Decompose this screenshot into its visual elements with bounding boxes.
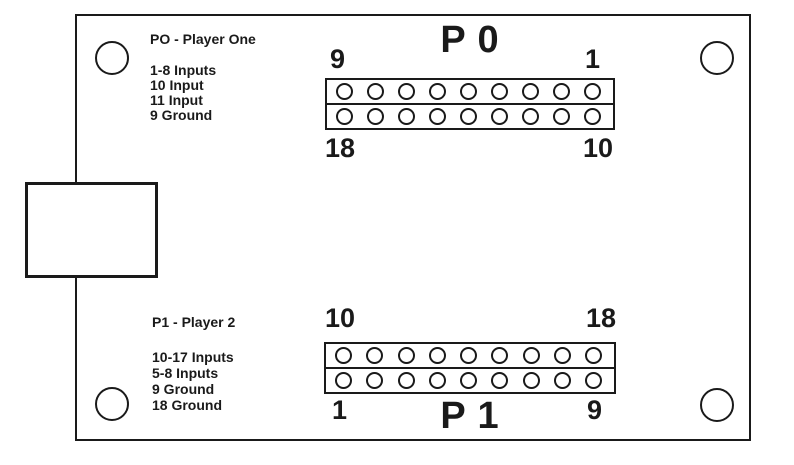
p1-legend-line: 5-8 Inputs — [152, 365, 219, 381]
pin-hole — [585, 372, 602, 389]
p0-pin10-label: 10 — [582, 133, 613, 163]
p0-pin1-label: 1 — [584, 44, 600, 74]
p0-legend-title: PO - Player One — [150, 31, 256, 47]
p0-legend-line: 1-8 Inputs — [150, 62, 217, 78]
p1-pin10-label: 10 — [325, 303, 356, 333]
pin-hole — [584, 83, 601, 100]
p0-legend-lines: 1-8 Inputs 10 Input 11 Input 9 Ground — [150, 63, 216, 123]
p0-pin9-label: 9 — [330, 44, 346, 74]
mounting-hole-top-right — [700, 41, 734, 75]
pin-hole — [429, 83, 446, 100]
p1-pin-row-bottom — [326, 369, 614, 392]
pin-hole — [367, 108, 384, 125]
pin-hole — [366, 347, 384, 364]
p0-legend-line: 11 Input — [150, 92, 203, 108]
p1-pin1-label: 1 — [332, 395, 348, 425]
pin-hole — [460, 347, 477, 364]
pin-hole — [491, 372, 509, 389]
p0-pin-row-top — [327, 80, 613, 105]
pin-hole — [367, 83, 384, 100]
pin-hole — [335, 372, 352, 389]
p1-legend-line: 9 Ground — [152, 381, 215, 397]
pin-hole — [397, 372, 415, 389]
pin-hole — [398, 83, 415, 100]
p0-legend-line: 9 Ground — [150, 107, 213, 123]
pin-hole — [553, 372, 571, 389]
pin-hole — [460, 372, 477, 389]
pin-hole — [398, 108, 415, 125]
p1-header-label: P 1 — [440, 395, 500, 437]
pin-hole — [335, 347, 352, 364]
p0-legend-line: 10 Input — [150, 77, 204, 93]
p0-pin18-label: 18 — [325, 133, 356, 163]
pin-hole — [397, 347, 415, 364]
p1-legend-line: 18 Ground — [152, 397, 223, 413]
pin-hole — [460, 108, 477, 125]
pin-hole — [553, 108, 570, 125]
p1-legend-line: 10-17 Inputs — [152, 349, 234, 365]
pin-hole — [429, 108, 446, 125]
pin-hole — [460, 83, 477, 100]
pin-hole — [585, 347, 602, 364]
pin-hole — [553, 83, 570, 100]
p0-connector — [325, 78, 615, 130]
p1-connector — [324, 342, 616, 394]
pin-hole — [428, 372, 446, 389]
p1-legend-lines: 10-17 Inputs 5-8 Inputs 9 Ground 18 Grou… — [152, 349, 234, 413]
mounting-hole-top-left — [95, 41, 129, 75]
mounting-hole-bottom-left — [95, 387, 129, 421]
pin-hole — [491, 108, 508, 125]
p1-pin-row-top — [326, 344, 614, 369]
mounting-hole-bottom-right — [700, 388, 734, 422]
pin-hole — [336, 83, 353, 100]
pin-hole — [366, 372, 384, 389]
pin-hole — [522, 347, 540, 364]
pin-hole — [522, 83, 539, 100]
pin-hole — [428, 347, 446, 364]
pin-hole — [491, 347, 509, 364]
p0-pin-row-bottom — [327, 105, 613, 128]
edge-connector — [25, 182, 158, 278]
pin-hole — [553, 347, 571, 364]
pin-hole — [522, 108, 539, 125]
pin-hole — [491, 83, 508, 100]
pin-hole — [522, 372, 540, 389]
pin-hole — [584, 108, 601, 125]
p1-pin9-label: 9 — [586, 395, 602, 425]
p1-legend-title: P1 - Player 2 — [152, 314, 236, 330]
p0-header-label: P 0 — [440, 19, 500, 61]
p1-pin18-label: 18 — [585, 303, 616, 333]
pin-hole — [336, 108, 353, 125]
